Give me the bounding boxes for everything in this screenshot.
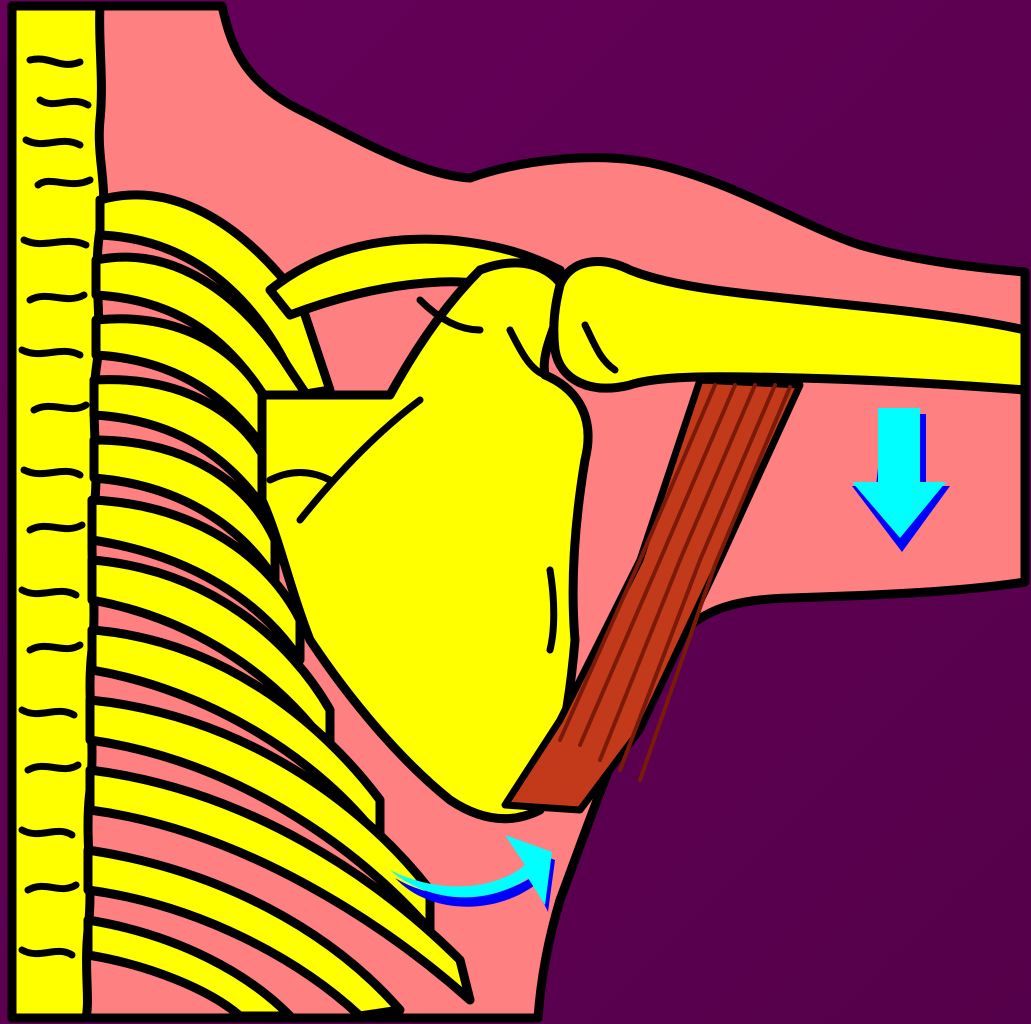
shoulder-anatomy-diagram <box>0 0 1031 1024</box>
shoulder-illustration <box>0 0 1031 1024</box>
